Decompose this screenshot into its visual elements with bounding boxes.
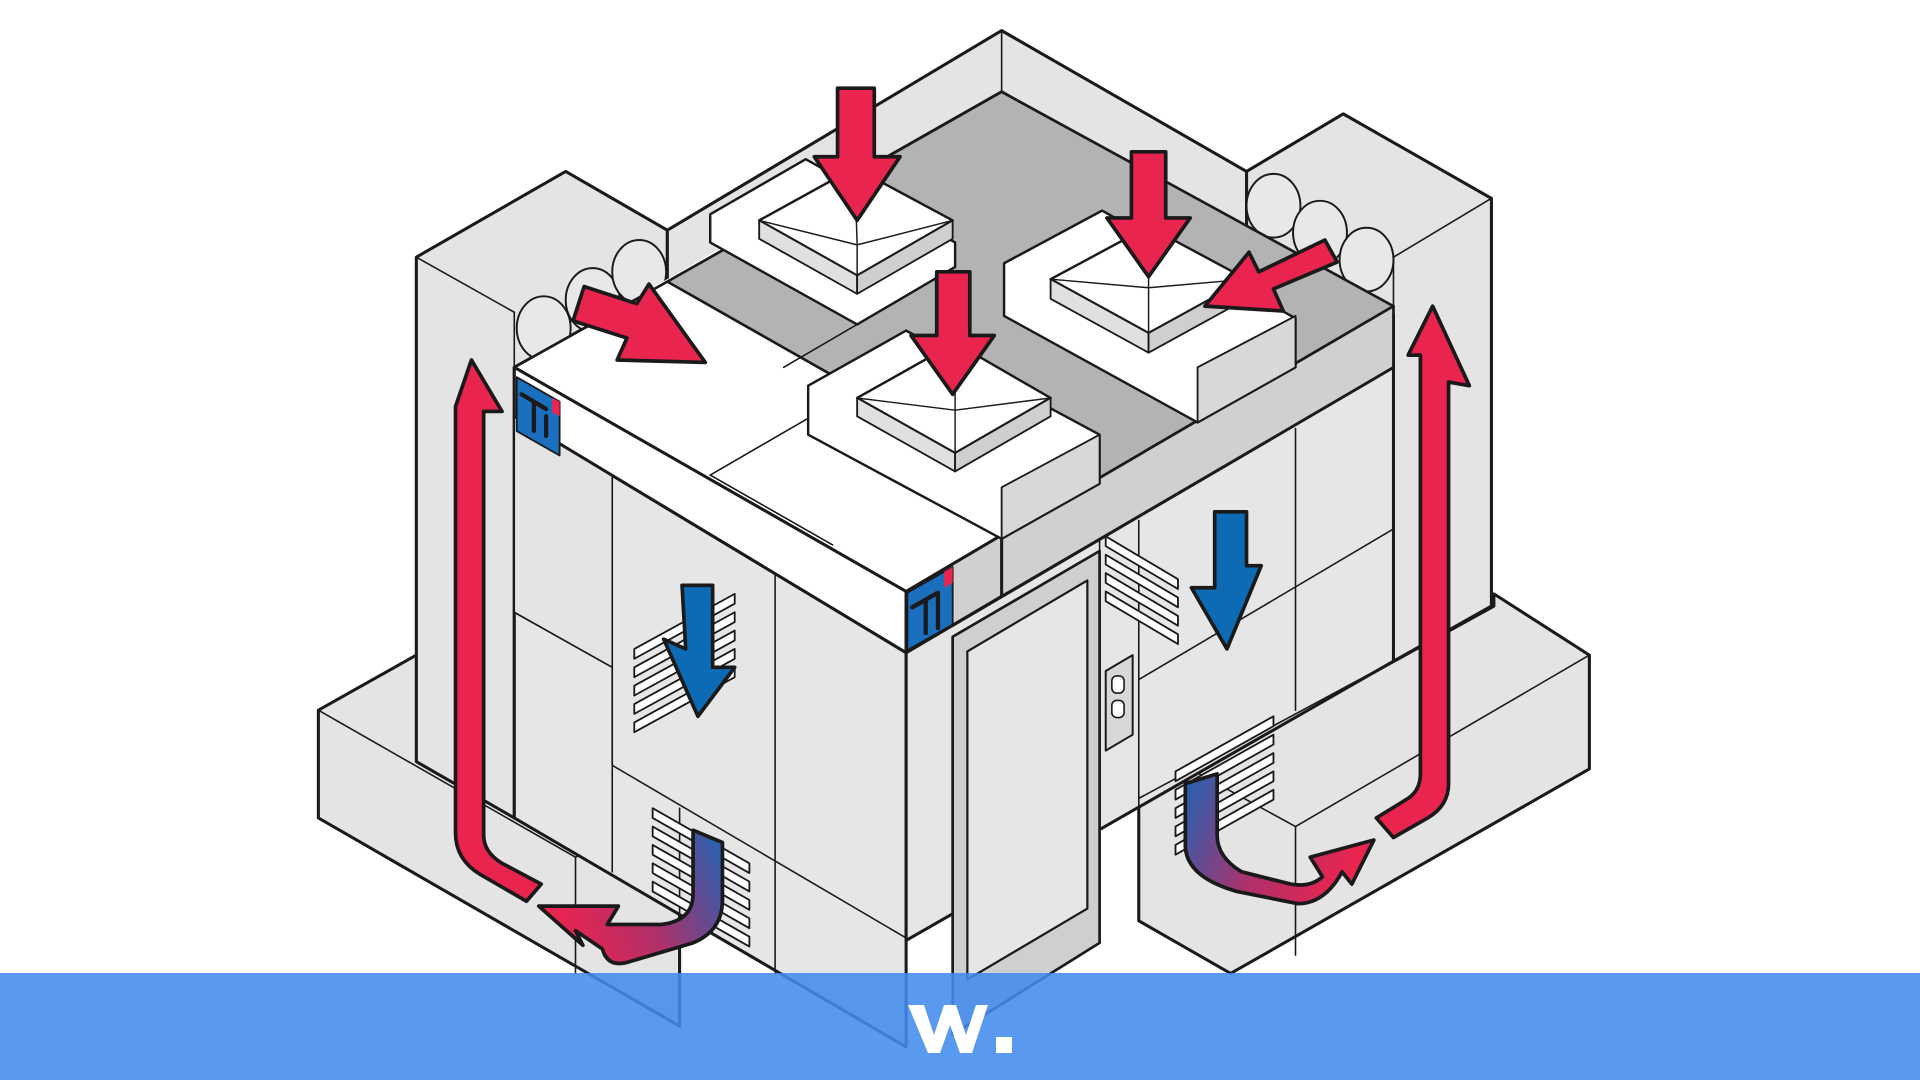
roof-unit-front [806, 329, 1101, 540]
roof-intake-arrow-right-a [1105, 150, 1193, 279]
red-air-arrow-icon [571, 86, 1339, 397]
corner-badge-left [515, 376, 561, 457]
blue-air-arrow-icon [661, 510, 1264, 719]
corner-badge-front [906, 566, 954, 652]
w-dot-logo [908, 1004, 1012, 1053]
roof-intake-arrow-right-b [1203, 238, 1339, 313]
roof-intake-arrow-back [812, 86, 902, 223]
front-left-wall [512, 414, 908, 1049]
entry-door[interactable] [951, 549, 1101, 1037]
footer-bar [0, 973, 1920, 1080]
control-panel-icon[interactable] [1104, 654, 1134, 752]
supply-arrow-left [661, 583, 737, 719]
floor-return-arrow-left [536, 828, 725, 966]
roof-intake-arrow-front [909, 270, 997, 397]
roof-intake-arrow-left [571, 282, 708, 365]
supply-arrow-right [1189, 510, 1264, 651]
return-air-arrow-left [453, 358, 544, 904]
return-air-arrow-right [1374, 304, 1472, 840]
vent-grille-upper-right [1104, 535, 1179, 645]
floor-return-arrow-right [1183, 772, 1376, 906]
right-fan-row [1245, 172, 1395, 293]
